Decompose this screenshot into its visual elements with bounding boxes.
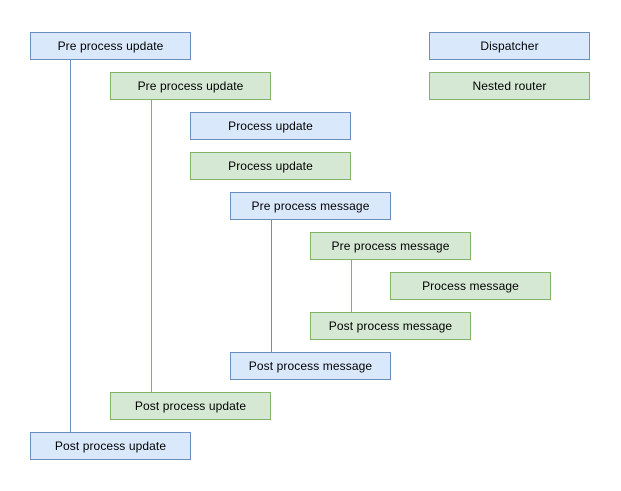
node-post-process-message-dispatcher[interactable]: Post process message (230, 352, 391, 380)
node-process-message-router-label: Process message (422, 279, 519, 293)
legend-item-nested-router[interactable]: Nested router (429, 72, 590, 100)
node-process-update-dispatcher[interactable]: Process update (190, 112, 351, 140)
node-process-update-dispatcher-label: Process update (228, 119, 313, 133)
node-post-process-update-dispatcher[interactable]: Post process update (30, 432, 191, 460)
node-pre-process-update-router-label: Pre process update (137, 79, 244, 93)
node-post-process-update-router-label: Post process update (134, 399, 247, 413)
node-post-process-update-router[interactable]: Post process update (110, 392, 271, 420)
node-post-process-update-dispatcher-label: Post process update (54, 439, 167, 453)
node-pre-process-message-router[interactable]: Pre process message (310, 232, 471, 260)
node-process-message-router[interactable]: Process message (390, 272, 551, 300)
node-pre-process-message-dispatcher-label: Pre process message (251, 199, 370, 213)
node-pre-process-message-router-label: Pre process message (331, 239, 450, 253)
node-post-process-message-router[interactable]: Post process message (310, 312, 471, 340)
node-process-update-router[interactable]: Process update (190, 152, 351, 180)
node-post-process-message-dispatcher-label: Post process message (248, 359, 373, 373)
legend-item-dispatcher-label: Dispatcher (480, 39, 539, 53)
legend-item-nested-router-label: Nested router (472, 79, 547, 93)
node-post-process-message-router-label: Post process message (328, 319, 453, 333)
node-process-update-router-label: Process update (228, 159, 313, 173)
node-pre-process-update-dispatcher-label: Pre process update (57, 39, 164, 53)
node-pre-process-message-dispatcher[interactable]: Pre process message (230, 192, 391, 220)
legend-item-dispatcher[interactable]: Dispatcher (429, 32, 590, 60)
node-pre-process-update-router[interactable]: Pre process update (110, 72, 271, 100)
node-pre-process-update-dispatcher[interactable]: Pre process update (30, 32, 191, 60)
